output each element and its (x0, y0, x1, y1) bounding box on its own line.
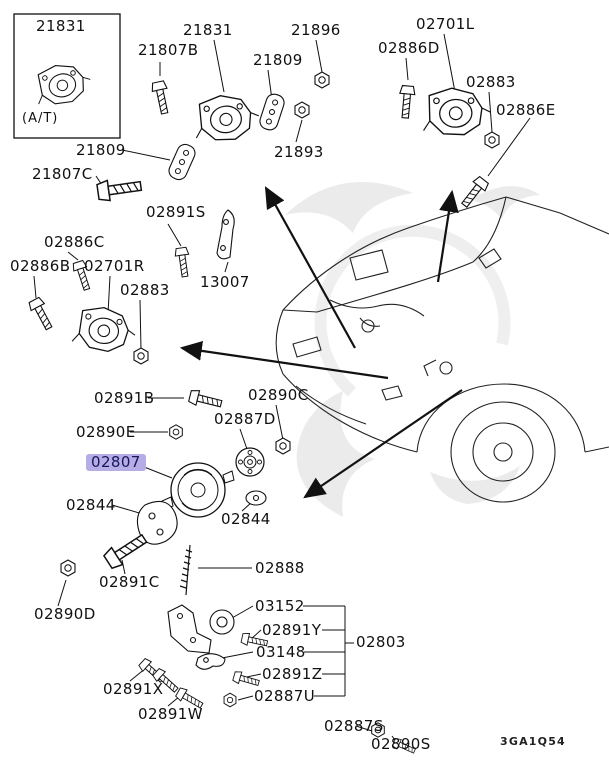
part-label-21809-left: 21809 (76, 141, 126, 159)
diagram-code: 3GA1Q54 (500, 735, 566, 748)
part-label-02890e: 02890E (76, 423, 136, 441)
part-drawing-02888-stud (179, 544, 193, 596)
part-label-02890c: 02890C (248, 386, 309, 404)
part-label-21809-top: 21809 (253, 51, 303, 69)
location-arrows (179, 186, 463, 499)
part-label-02701l: 02701L (416, 15, 475, 33)
part-label-03152: 03152 (255, 597, 305, 615)
part-label-21807c: 21807C (32, 165, 93, 183)
vehicle-sketch (275, 196, 609, 503)
part-drawing-21896-nut (314, 71, 330, 89)
part-drawing-02886b-bolt (26, 295, 57, 333)
part-drawing-21831-at (30, 57, 95, 111)
part-label-02890d: 02890D (34, 605, 96, 623)
part-label-02887d: 02887D (214, 410, 276, 428)
part-label-02886e: 02886E (496, 101, 556, 119)
part-drawing-21809-plate-left (165, 141, 199, 183)
group-bracket-02803 (221, 605, 354, 701)
leader-lines (33, 33, 531, 745)
part-drawing-02883-nut-left (133, 347, 149, 365)
part-label-02891c: 02891C (99, 573, 160, 591)
part-label-02887s: 02887S (324, 717, 384, 735)
part-label-02891w: 02891W (138, 705, 203, 723)
part-drawing-02890d-nut (60, 559, 76, 577)
part-label-02883-right: 02883 (466, 73, 516, 91)
part-drawing-02890e-nut (169, 424, 183, 440)
part-label-02891s: 02891S (146, 203, 206, 221)
part-drawing-02844-plate (245, 490, 267, 506)
part-drawing-21807c-bolt (95, 175, 143, 203)
part-label-02887u: 02887U (254, 687, 316, 705)
part-label-21896: 21896 (291, 21, 341, 39)
watermark (285, 182, 540, 517)
part-drawing-02887u-washer (223, 692, 237, 708)
part-drawing-21809-plate-top (257, 91, 287, 133)
part-label-02886d: 02886D (378, 39, 440, 57)
part-label-02807-highlighted[interactable]: 02807 (86, 453, 146, 472)
part-label-02844-left: 02844 (66, 496, 116, 514)
part-drawing-02890c-nut (275, 437, 291, 455)
part-drawing-02887d-pulley (235, 447, 265, 477)
part-drawing-02891c-bolt (101, 529, 151, 572)
part-drawing-02803-bracket (167, 604, 212, 654)
part-drawing-21893-nut (294, 101, 310, 119)
part-label-02803: 02803 (356, 633, 406, 651)
part-label-02891y: 02891Y (262, 621, 322, 639)
part-label-21831: 21831 (183, 21, 233, 39)
part-drawing-02701r-mount (70, 304, 139, 355)
part-label-02701r: 02701R (84, 257, 145, 275)
part-label-02886c: 02886C (44, 233, 105, 251)
part-label-21831-at: 21831 (36, 17, 86, 35)
part-label-03148: 03148 (256, 643, 306, 661)
part-label-13007: 13007 (200, 273, 250, 291)
part-label-02891x: 02891X (103, 680, 164, 698)
at-variant-box (13, 13, 121, 139)
part-drawings (26, 71, 500, 757)
part-label-02844-right: 02844 (221, 510, 271, 528)
part-drawing-21807b-bolt (150, 79, 173, 116)
part-label-02883-left: 02883 (120, 281, 170, 299)
part-label-02888: 02888 (255, 559, 305, 577)
part-label-02891z: 02891Z (262, 665, 323, 683)
part-drawing-02844-bracket (136, 500, 178, 545)
part-drawing-02883-nut-right (484, 131, 500, 149)
part-drawing-02891b-bolt (187, 388, 224, 412)
part-label-02886b: 02886B (10, 257, 71, 275)
at-variant-note: (A/T) (22, 111, 59, 126)
part-drawing-02891s-bolt (173, 246, 193, 278)
part-drawing-02701l-mount (420, 84, 493, 139)
part-label-02891b: 02891B (94, 389, 155, 407)
part-label-21893: 21893 (274, 143, 324, 161)
part-drawing-03152-roller (209, 609, 235, 635)
part-drawing-13007-bracket (216, 209, 235, 260)
part-label-21807b: 21807B (138, 41, 199, 59)
part-drawing-03148-arm (195, 653, 226, 670)
part-drawing-02886d-bolt (397, 84, 417, 120)
part-drawing-21831-mount (190, 90, 263, 146)
part-label-02890s: 02890S (371, 735, 431, 753)
